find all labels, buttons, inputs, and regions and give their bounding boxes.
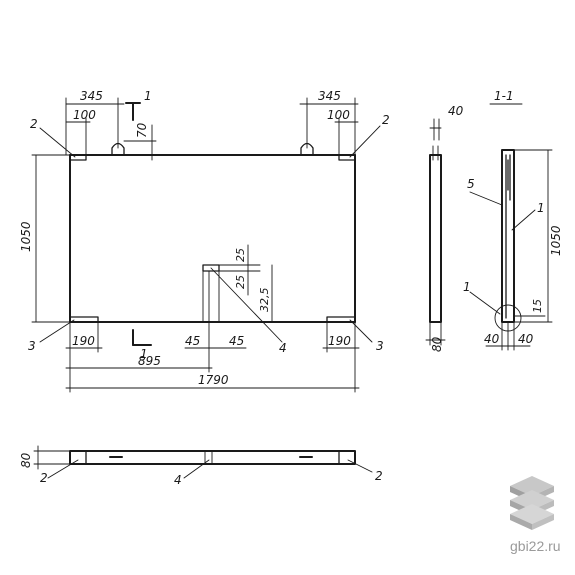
dim-100-right: 100 [327, 108, 350, 122]
side-view: 40 80 [425, 104, 464, 352]
cut-mark-bottom-label: 1 [140, 347, 148, 361]
section-dim-15: 15 [531, 299, 544, 313]
embedded-plate-top-right [338, 154, 356, 161]
section-dim-40-right: 40 [518, 332, 534, 346]
dim-25-mid: 25 [234, 275, 247, 289]
section-pos-5: 5 [467, 177, 475, 191]
section-pos-1-lower: 1 [463, 280, 471, 294]
section-pos-1-upper: 1 [537, 201, 545, 215]
pos-4-plan: 4 [279, 341, 287, 355]
dim-70: 70 [135, 122, 149, 138]
dim-1790: 1790 [198, 373, 229, 387]
dim-45-right: 45 [229, 334, 244, 348]
dim-25-top: 25 [234, 248, 247, 262]
bottom-pos-4: 4 [174, 473, 182, 487]
embedded-plate-top-left [69, 154, 87, 161]
pos-2-right: 2 [382, 113, 390, 127]
dim-345-right: 345 [318, 89, 341, 103]
bottom-pos-2-right: 2 [375, 469, 383, 483]
section-dim-1050: 1050 [549, 225, 563, 256]
dim-80-side: 80 [430, 336, 444, 352]
dim-325: 32,5 [258, 288, 271, 313]
dim-190-left: 190 [72, 334, 95, 348]
dim-100-left: 100 [73, 108, 96, 122]
pos-3-left: 3 [28, 339, 36, 353]
embedded-plate-bottom-left [69, 316, 99, 323]
bottom-dim-80: 80 [19, 452, 33, 468]
cut-mark-top-label: 1 [144, 89, 152, 103]
dim-895: 895 [138, 354, 161, 368]
dim-40-side: 40 [448, 104, 464, 118]
plan-view: 345 100 345 100 70 1 1 1050 25 25 [19, 89, 390, 393]
pos-3-right: 3 [376, 339, 384, 353]
dim-345-left: 345 [80, 89, 103, 103]
section-title: 1-1 [494, 89, 514, 103]
watermark-logo: gbi22.ru [510, 476, 561, 554]
pos-2-left: 2 [30, 117, 38, 131]
dim-1050-plan: 1050 [19, 221, 33, 252]
bottom-elevation: 80 2 4 2 [19, 445, 383, 487]
watermark-text: gbi22.ru [510, 538, 561, 554]
dim-190-right: 190 [328, 334, 351, 348]
section-1-1: 1-1 5 1 1 1050 15 40 40 [463, 89, 563, 351]
section-dim-40-left: 40 [484, 332, 500, 346]
embedded-plate-bottom-right [326, 316, 356, 323]
stacked-slabs-icon [510, 476, 554, 530]
central-pocket [202, 264, 220, 272]
bottom-pos-2-left: 2 [40, 471, 48, 485]
dim-45-left: 45 [185, 334, 200, 348]
